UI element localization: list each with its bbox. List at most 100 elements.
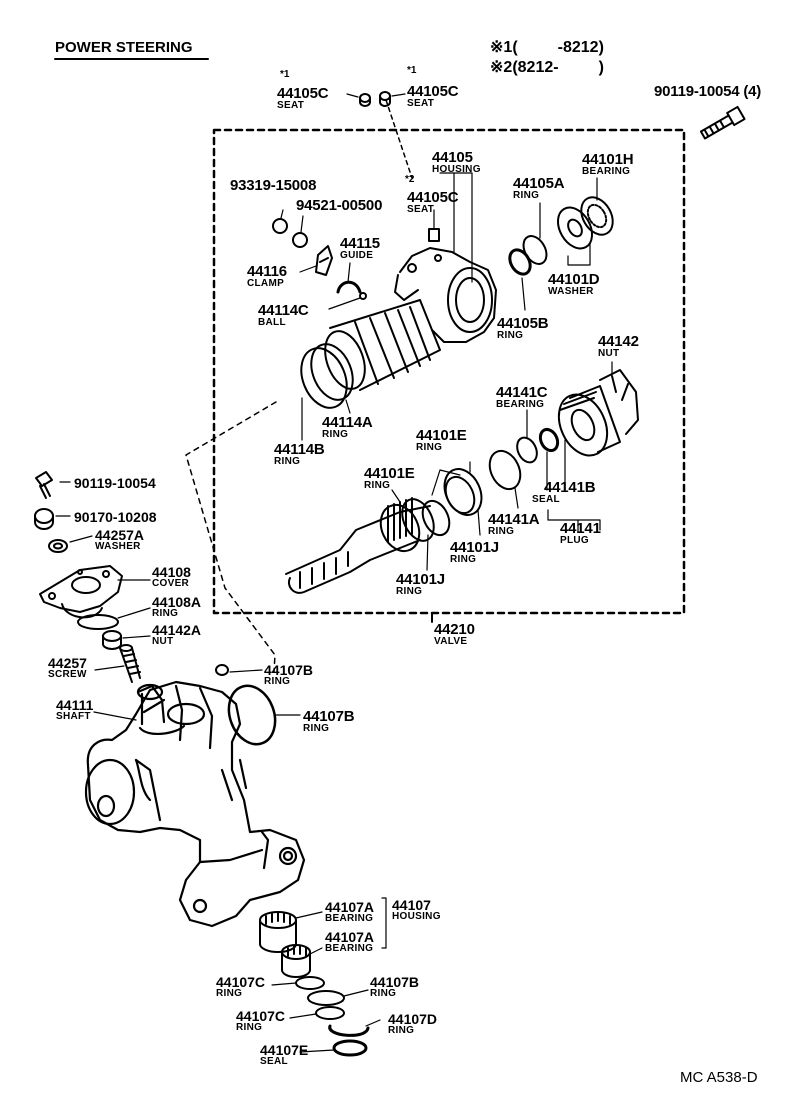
clamp-part: [315, 245, 333, 276]
star-2-mid: *2: [405, 174, 415, 185]
part-name: BEARING: [325, 943, 374, 954]
part-name: SEAT: [407, 204, 435, 215]
note-2: ※2(8212- ): [490, 60, 604, 76]
label-ring-44114a: 44114A RING: [322, 415, 373, 440]
part-name: BEARING: [582, 166, 631, 177]
label-bolt-90119: 90119-10054: [74, 475, 156, 491]
part-number: 44105: [432, 149, 473, 166]
note-1: ※1( -8212): [490, 40, 604, 56]
part-name: SHAFT: [56, 711, 91, 722]
part-name: BALL: [258, 317, 286, 328]
label-ring-44101j-a: 44101J RING: [450, 540, 499, 565]
label-seat-left: 44105C SEAT: [277, 86, 329, 111]
diagram-code: MC A538-D: [680, 1069, 758, 1086]
gear-housing-part: [84, 680, 306, 928]
label-ring-44107d: 44107D RING: [388, 1012, 437, 1036]
part-number: 44101E: [416, 427, 467, 444]
part-number: 44107A: [325, 899, 375, 915]
nut-44142-part: [599, 369, 639, 435]
seal-44107e-part: [332, 1039, 368, 1057]
label-94521: 94521-00500: [296, 197, 383, 214]
part-number: 44108: [152, 564, 191, 580]
label-bolt-4: 90119-10054 (4): [654, 83, 762, 100]
bearing-44141c-part: [516, 436, 538, 464]
valve-assembly-box: [212, 128, 686, 615]
label-screw-44257: 44257 SCREW: [48, 656, 87, 680]
note-2-mark: ※2: [490, 59, 513, 76]
ring-44107b-big-part: [227, 684, 277, 746]
label-washer-44257a: 44257A WASHER: [95, 528, 144, 552]
valve-housing-part: [394, 247, 497, 343]
part-number: 44107: [392, 897, 431, 913]
ring-44107b-top-part: [215, 664, 229, 676]
note-1-range: ( -8212): [512, 39, 604, 56]
bearing-44107a-b-part: [281, 944, 311, 978]
washer-44101d-part: [556, 206, 594, 250]
part-name: VALVE: [434, 636, 468, 647]
part-number: 44257: [48, 655, 87, 671]
part-name: BEARING: [325, 913, 374, 924]
part-name: RING: [264, 676, 291, 687]
valve-dashed-leader: [185, 401, 277, 673]
bolt-4-part: [699, 105, 746, 140]
part-number: 44101E: [364, 465, 415, 482]
part-name: NUT: [598, 348, 620, 359]
seal-44141b-part: [538, 427, 560, 453]
ring-44107c-b-part: [315, 1006, 345, 1020]
seat-right-part: [379, 91, 391, 107]
star-1-right: *1: [407, 65, 417, 76]
part-number: 44141C: [496, 384, 548, 401]
part-number: 44107B: [370, 974, 420, 990]
part-name: RING: [513, 190, 540, 201]
part-name: PLUG: [560, 535, 589, 546]
ball-part: [359, 292, 367, 300]
part-number: 44107C: [216, 974, 266, 990]
label-ring-44101j-b: 44101J RING: [396, 572, 445, 597]
bolt-90119-part: [35, 471, 53, 499]
guide-part: [336, 280, 362, 294]
label-ring-44105a: 44105A RING: [513, 175, 565, 201]
part-name: SEAT: [277, 100, 305, 111]
note-1-mark: ※1: [490, 39, 513, 56]
part-name: SEAL: [532, 494, 560, 505]
part-number: 44107A: [325, 929, 375, 945]
part-name: RING: [274, 456, 301, 467]
part-name: SCREW: [48, 669, 87, 680]
screw-44257-part: [119, 644, 141, 683]
label-ball-44114c: 44114C BALL: [258, 303, 309, 328]
part-name: HOUSING: [392, 911, 441, 922]
part-number: 44114B: [274, 441, 325, 458]
label-nut-90170: 90170-10208: [74, 509, 157, 525]
part-name: NUT: [152, 636, 174, 647]
label-nut-44142: 44142 NUT: [598, 334, 639, 359]
part-number: 44107E: [260, 1042, 309, 1058]
part-number: 44107B: [303, 708, 355, 725]
part-name: HOUSING: [432, 164, 481, 175]
label-cover-44108: 44108 COVER: [152, 565, 191, 589]
label-ring-44107b-top: 44107B RING: [264, 663, 313, 687]
part-name: RING: [236, 1022, 263, 1033]
part-number: 44210: [434, 621, 475, 638]
washer-44257a-part: [48, 539, 68, 553]
part-number: 44105A: [513, 175, 565, 192]
part-number: 44105C: [407, 83, 459, 100]
part-name: RING: [416, 442, 443, 453]
part-name: GUIDE: [340, 250, 374, 261]
part-name: RING: [370, 988, 397, 999]
label-nut-44142a: 44142A NUT: [152, 623, 201, 647]
label-shaft-44111: 44111 SHAFT: [56, 698, 93, 722]
label-seal-44141b: 44141B SEAL: [532, 480, 596, 505]
label-housing-44105: 44105 HOUSING: [432, 150, 481, 175]
label-plug-44141: 44141 PLUG: [560, 521, 601, 546]
ring-44114a-part: [310, 343, 354, 401]
nut-44142a-part: [102, 630, 122, 650]
part-name: COVER: [152, 578, 190, 589]
label-bearing-44107a-a: 44107A BEARING: [325, 900, 374, 924]
part-number: 44141A: [488, 511, 540, 528]
part-name: RING: [450, 554, 477, 565]
part-name: WASHER: [95, 541, 141, 552]
cover-44108-part: [39, 565, 123, 619]
ring-44114b-part: [300, 347, 348, 409]
